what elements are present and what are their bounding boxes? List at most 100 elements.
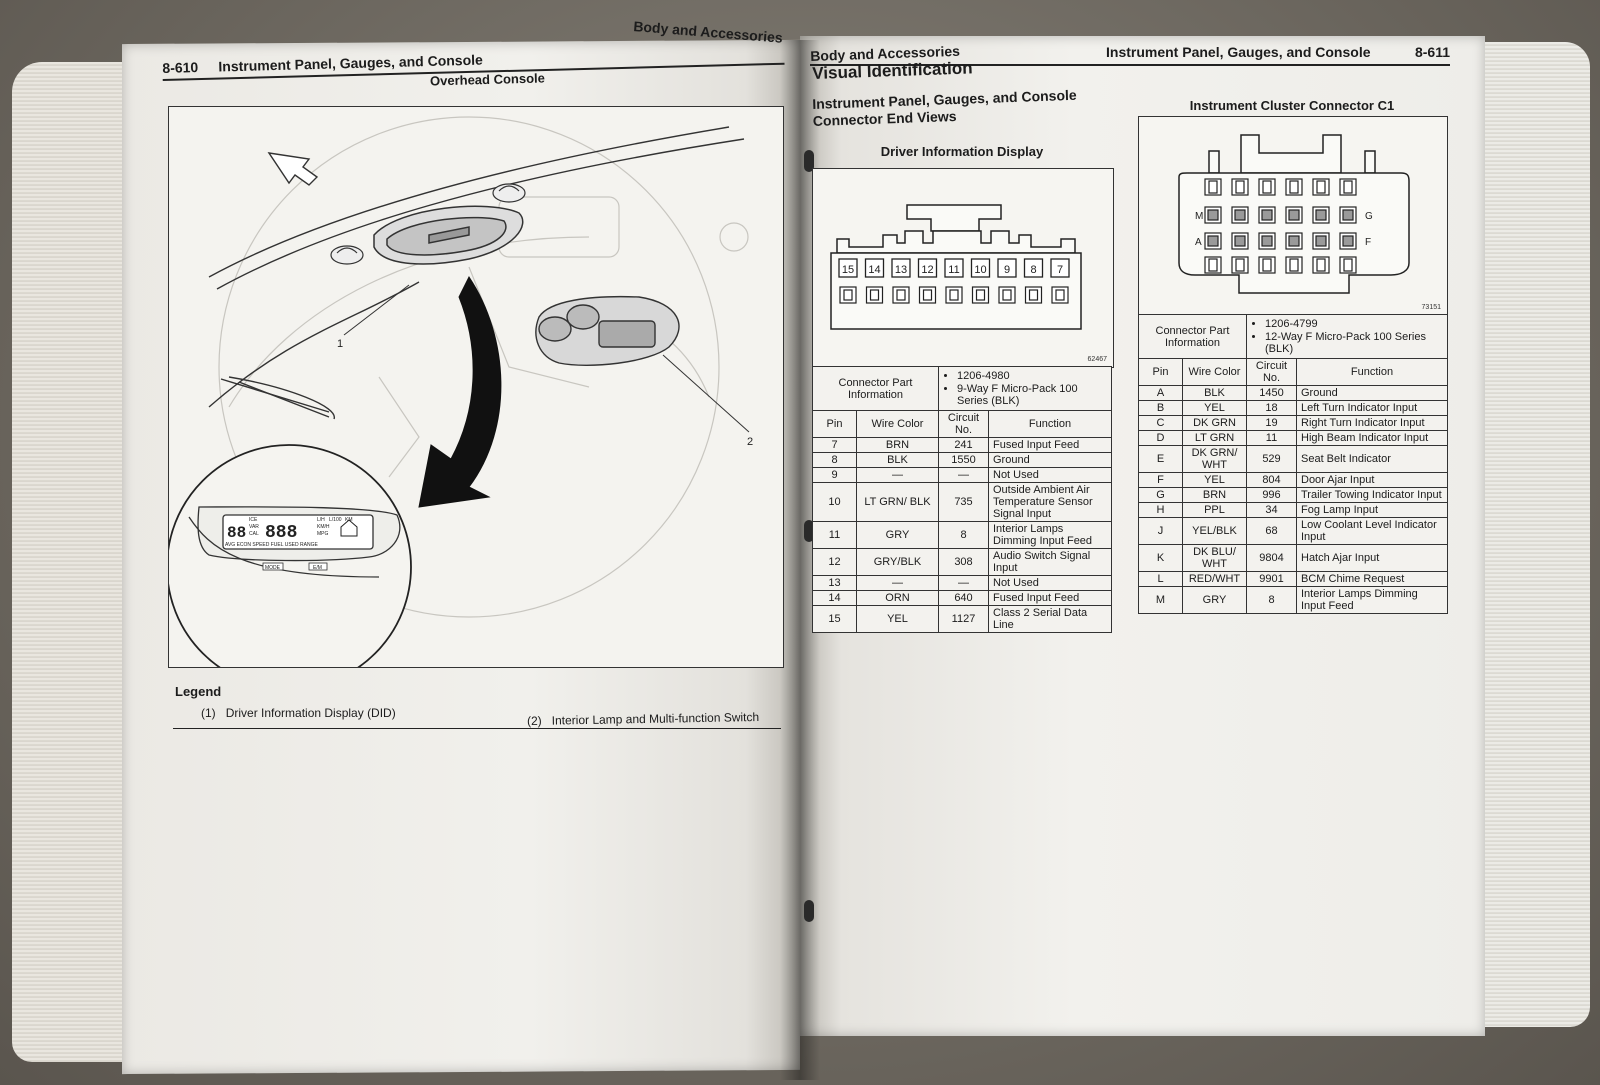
connector-terminal [1235,258,1245,272]
connector-terminal [1342,235,1354,247]
mode-button-shape [262,562,284,571]
pin-cell: 10 [812,482,857,522]
part-description: 12-Way F Micro-Pack 100 Series (BLK) [1265,331,1443,355]
circuit-cell: 68 [1246,517,1297,545]
connector-terminal [1289,180,1299,194]
circuit-cell: 11 [1246,430,1297,446]
legend-number: (1) [201,706,216,720]
col-header-circuit: Circuit No. [938,410,989,438]
function-cell: Trailer Towing Indicator Input [1296,487,1448,503]
binder-ring [804,520,814,542]
wire-color-cell: LT GRN/ BLK [856,482,939,522]
col-header-pin: Pin [1138,358,1183,386]
connector-terminal [1261,235,1273,247]
col-header-circuit: Circuit No. [1246,358,1297,386]
pin-cell: 12 [812,548,857,576]
icc-connector-title: Instrument Cluster Connector C1 [1189,98,1395,113]
table-header-row: Pin Wire Color Circuit No. Function [812,410,1112,438]
cavity-label: 7 [1057,264,1063,276]
connector-terminal [1208,258,1218,272]
connector-cavity [997,258,1017,278]
circuit-cell: 1550 [938,452,989,468]
connector-terminal [1343,258,1353,272]
circuit-cell: 9804 [1246,544,1297,572]
pin-cell: 15 [812,605,857,633]
function-cell: Interior Lamps Dimming Input Feed [988,521,1112,549]
connector-part-info-row: Connector Part Information 1206-4799 12-… [1138,314,1448,359]
wire-color-cell: PPL [1182,502,1247,518]
wire-color-cell: DK GRN/ WHT [1182,445,1247,473]
circuit-cell: 1450 [1246,385,1297,401]
circuit-cell: 640 [938,590,989,606]
part-description: 9-Way F Micro-Pack 100 Series (BLK) [957,383,1107,407]
circuit-cell: 8 [938,521,989,549]
connector-part-info-label: Connector Part Information [1138,314,1247,359]
circuit-cell: 529 [1246,445,1297,473]
circuit-cell: 8 [1246,586,1297,614]
connector-cavity [917,258,938,278]
legend-text: Driver Information Display (DID) [225,706,396,720]
pin-cell: F [1138,472,1183,488]
icc-pinout-table: Connector Part Information 1206-4799 12-… [1138,314,1448,614]
connector-terminal [1343,180,1353,194]
header-rule [810,64,1450,66]
function-cell: Ground [1296,385,1448,401]
wire-color-cell: DK BLU/ WHT [1182,544,1247,572]
connector-terminal-inner [896,289,906,301]
row-label-a: A [1195,237,1202,248]
connector-terminal-inner [843,289,853,301]
wire-color-cell: LT GRN [1182,430,1247,446]
circuit-cell: — [938,575,989,591]
circuit-cell: — [938,467,989,483]
display-button-label: E/M [313,565,322,571]
callout-2: 2 [747,436,753,448]
pin-cell: C [1138,415,1183,431]
figure-legend: Legend (1) Driver Information Display (D… [173,684,781,729]
connector-terminal [1262,180,1272,194]
connector-cavity [1050,258,1070,278]
connector-terminal-inner [1002,289,1012,301]
cavity-label: 10 [974,264,986,276]
wire-color-cell: DK GRN [1182,415,1247,431]
page-number: 8-611 [1414,44,1450,60]
circuit-cell: 1127 [938,605,989,633]
wire-color-cell: YEL [1182,472,1247,488]
connector-terminal [1316,258,1326,272]
pin-cell: G [1138,487,1183,503]
wire-color-cell: YEL [1182,400,1247,416]
circuit-cell: 804 [1246,472,1297,488]
part-number: 1206-4980 [957,370,1107,382]
connector-terminal [1289,258,1299,272]
function-cell: Seat Belt Indicator [1296,445,1448,473]
table-header-row: Pin Wire Color Circuit No. Function [1138,358,1448,386]
connector-terminal [1342,209,1354,221]
function-cell: Door Ajar Input [1296,472,1448,488]
connector-terminal [1208,180,1218,194]
legend-title: Legend [175,684,222,699]
connector-terminal [1207,235,1219,247]
connector-part-info: 1206-4980 9-Way F Micro-Pack 100 Series … [938,366,1112,411]
book-page-edges-right [1480,42,1590,1027]
wire-color-cell: BRN [856,437,939,453]
display-tag: KM/H [317,524,330,530]
wire-color-cell: — [856,467,939,483]
function-cell: Hatch Ajar Input [1296,544,1448,572]
display-button-label: MODE [265,565,281,571]
connector-cavity [864,258,885,278]
function-cell: Right Turn Indicator Input [1296,415,1448,431]
connector-part-info: 1206-4799 12-Way F Micro-Pack 100 Series… [1246,314,1448,359]
connector-cavity [838,258,858,278]
connector-cavity [944,258,964,278]
connector-cavity [1023,258,1044,278]
did-pinout-table: Connector Part Information 1206-4980 9-W… [812,366,1112,633]
connector-terminal-inner [1055,289,1065,301]
